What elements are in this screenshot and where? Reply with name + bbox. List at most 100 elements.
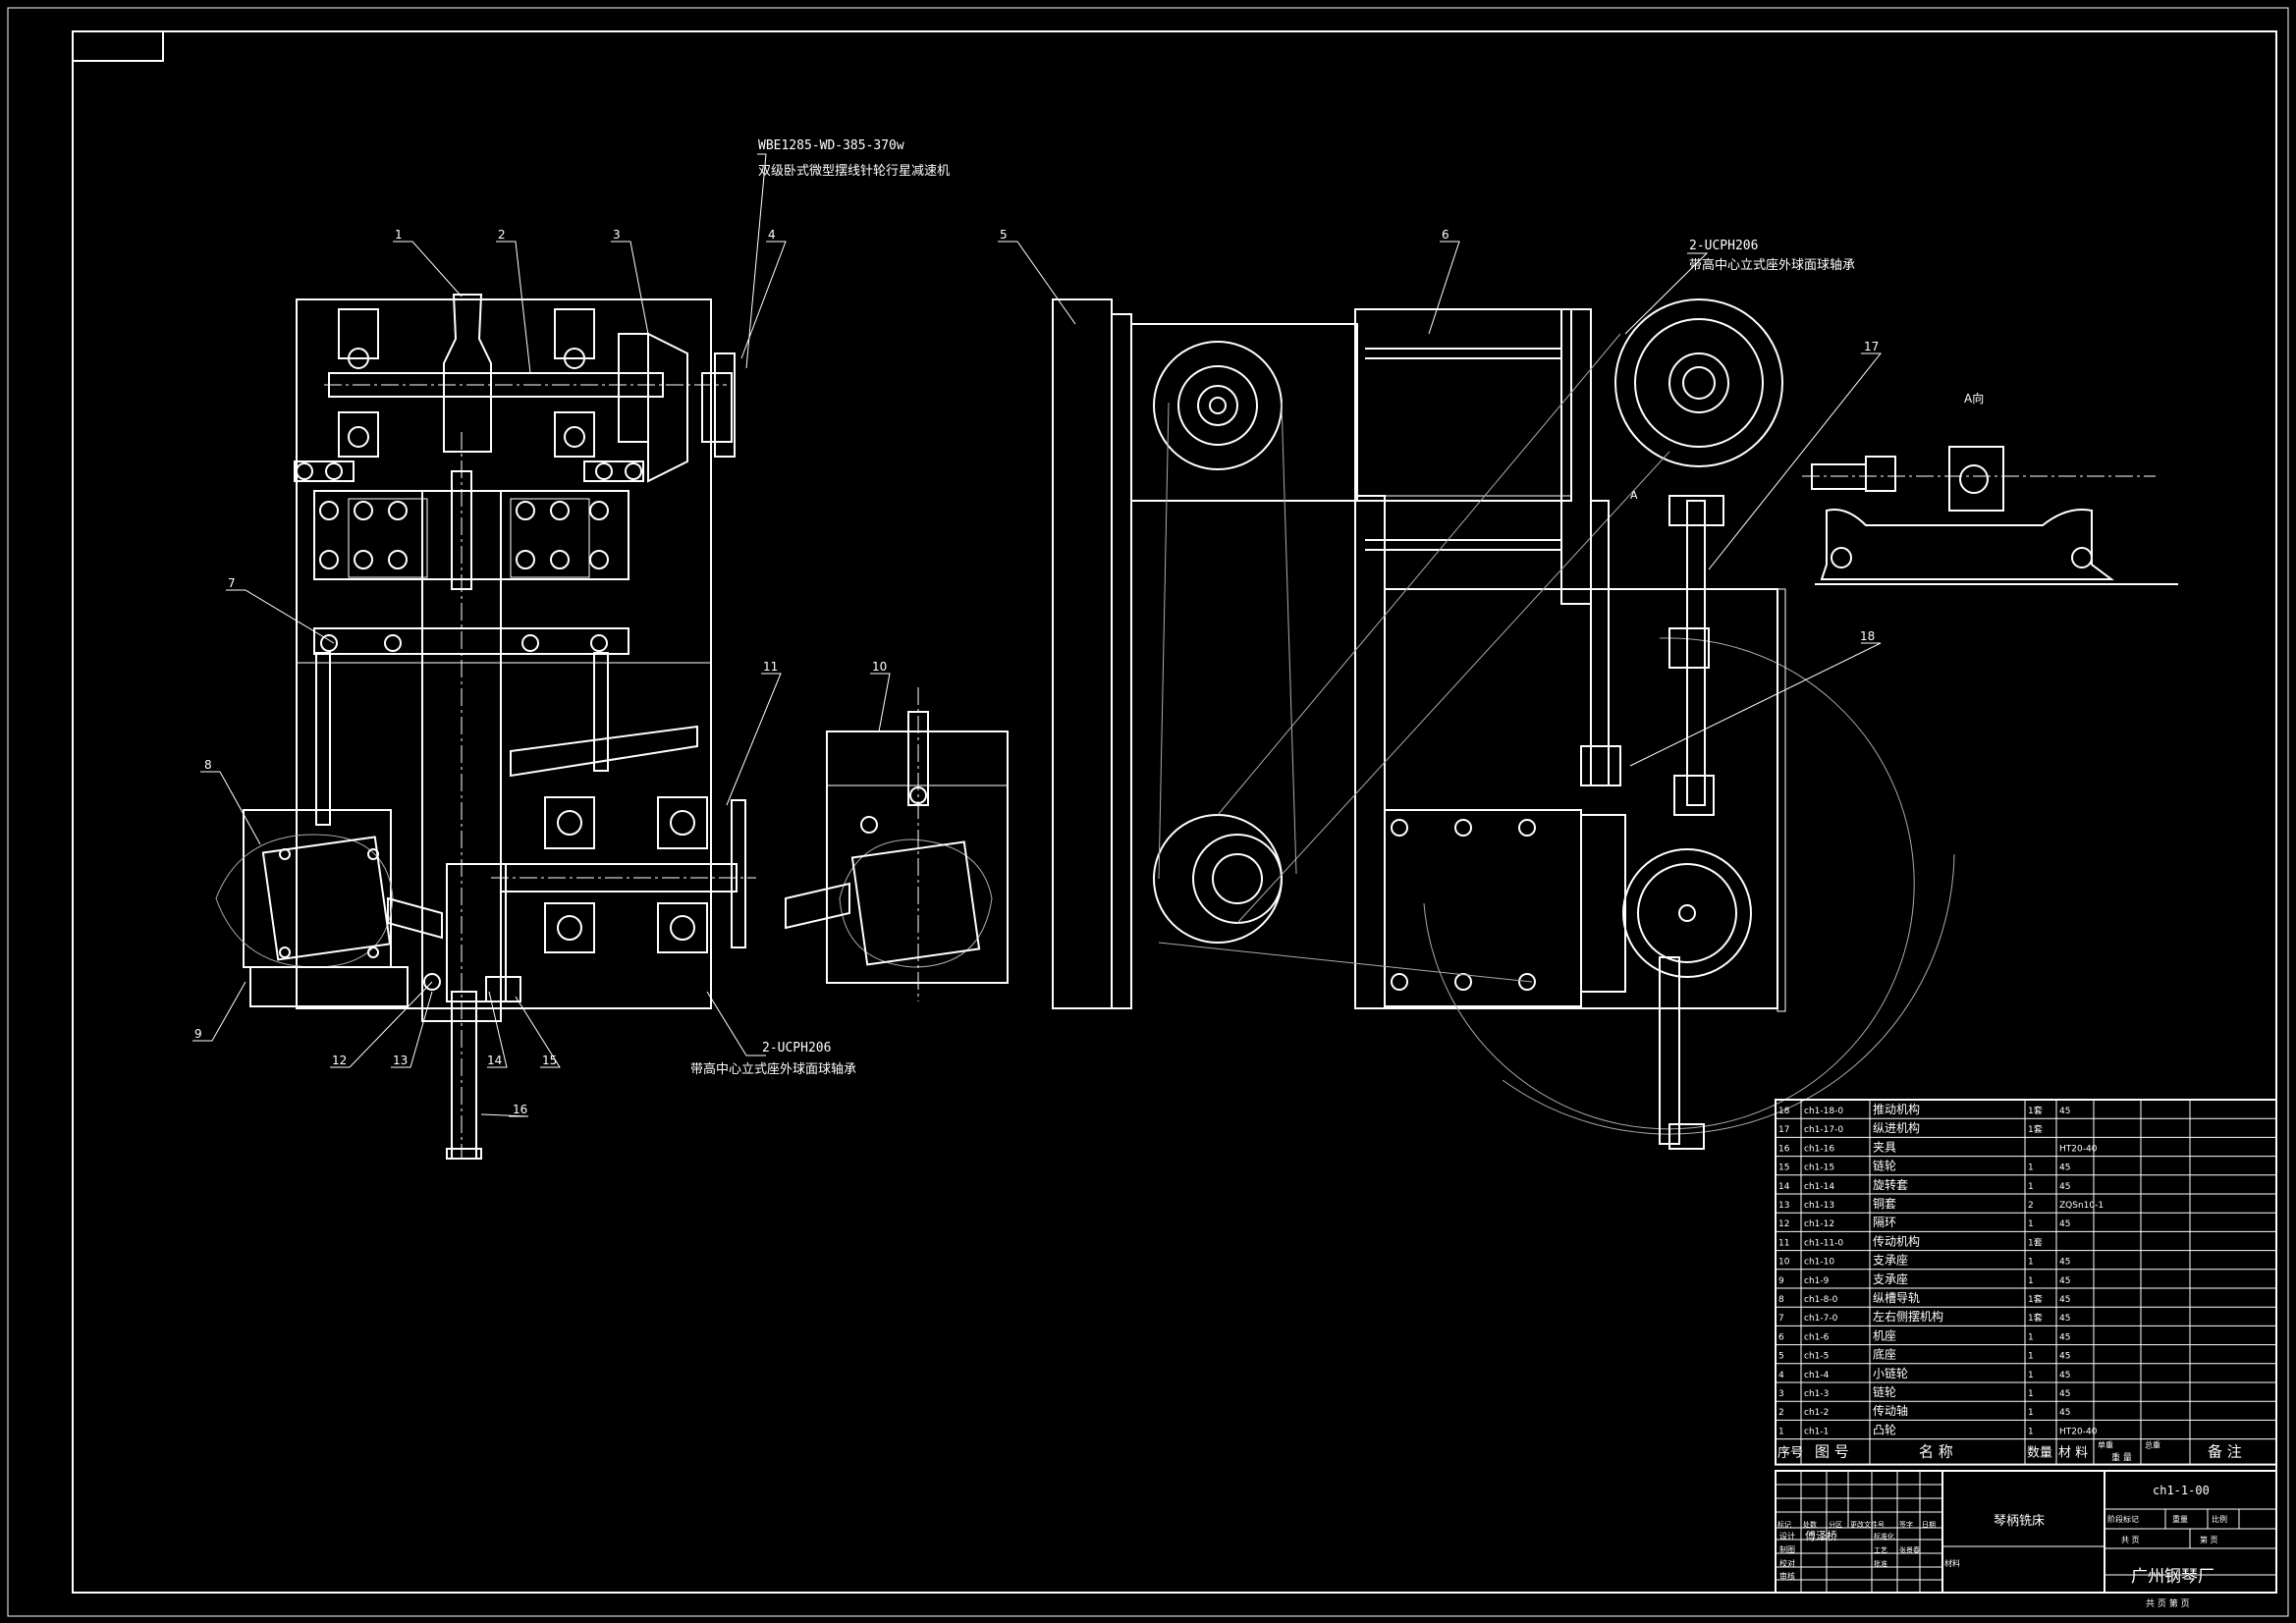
title-block: ch1-1-00 琴柄铣床 广州钢琴厂 共 页 第 页 阶段标记 重量 比例 共…	[1775, 1470, 2277, 1609]
bom-header-weight-single: 单重	[2098, 1440, 2113, 1450]
callout-16: 16	[513, 1103, 527, 1116]
frame-border	[72, 30, 2277, 1594]
bom-cell-qty: 1	[2028, 1182, 2034, 1192]
bom-cell-code: ch1-3	[1804, 1389, 1829, 1399]
weight-label: 重量	[2172, 1514, 2188, 1524]
callout-7: 7	[228, 576, 236, 590]
bom-cell-code: ch1-12	[1804, 1219, 1834, 1229]
bom-cell-no: 12	[1778, 1219, 1789, 1229]
bom-cell-code: ch1-15	[1804, 1163, 1834, 1173]
arrow-a-label: A	[1630, 489, 1638, 502]
callout-13: 13	[393, 1054, 408, 1067]
bom-cell-no: 4	[1778, 1371, 1784, 1380]
bom-header-qty: 数量	[2027, 1446, 2052, 1461]
approve-label: 批准	[1874, 1559, 1887, 1568]
bom-cell-name: 传动机构	[1873, 1233, 1920, 1248]
bom-cell-name: 底座	[1873, 1347, 1896, 1362]
motor-desc-label: 双级卧式微型摆线针轮行星减速机	[758, 164, 950, 179]
sheet-label: 第 页	[2200, 1535, 2218, 1544]
bom-cell-code: ch1-6	[1804, 1332, 1830, 1342]
bom-cell-qty: 1	[2028, 1352, 2034, 1362]
callout-3: 3	[613, 228, 621, 242]
doc-no-label: 更改文件号	[1850, 1520, 1885, 1529]
bom-cell-qty: 1	[2028, 1427, 2034, 1436]
bom-cell-no: 8	[1778, 1295, 1784, 1305]
std-label: 标准化	[1874, 1532, 1894, 1541]
bom-header-material: 材 料	[2058, 1446, 2088, 1461]
bearing-top-model: 2-UCPH206	[1689, 239, 1758, 253]
callout-1: 1	[395, 228, 403, 242]
draw-label: 制图	[1779, 1544, 1795, 1554]
bom-header-weight-total: 总重	[2145, 1440, 2160, 1450]
check-label: 校对	[1779, 1558, 1795, 1568]
view-a-label: A向	[1964, 391, 1984, 406]
bom-cell-name: 支承座	[1873, 1253, 1908, 1268]
bom-cell-qty: 1	[2028, 1408, 2034, 1418]
checker-name: 张景春	[1899, 1545, 1920, 1554]
bom-cell-qty: 1	[2028, 1258, 2034, 1268]
bom-cell-no: 9	[1778, 1276, 1784, 1286]
bearing-top-desc: 带高中心立式座外球面球轴承	[1689, 257, 1855, 273]
bom-cell-qty: 1	[2028, 1163, 2034, 1173]
bom-cell-qty: 2	[2028, 1201, 2034, 1211]
bom-cell-material: 45	[2059, 1314, 2070, 1324]
bom-cell-qty: 1套	[2028, 1236, 2043, 1248]
bom-cell-code: ch1-8-0	[1804, 1295, 1838, 1305]
bom-cell-qty: 1套	[2028, 1123, 2043, 1135]
bom-cell-material: 45	[2059, 1371, 2070, 1380]
callout-15: 15	[542, 1054, 557, 1067]
bom-cell-name: 机座	[1873, 1327, 1896, 1342]
bom-cell-code: ch1-4	[1804, 1371, 1830, 1380]
bom-cell-no: 17	[1778, 1125, 1789, 1135]
bom-cell-no: 6	[1778, 1332, 1784, 1342]
callout-numbers: 1 2 3 4 5 6 7 8 9 10 11 12 13 14 15 16 1…	[194, 228, 1879, 1116]
drawing-title: 琴柄铣床	[1994, 1514, 2045, 1529]
designer-name: 傅泽桥	[1805, 1529, 1837, 1542]
bom-cell-no: 15	[1778, 1163, 1789, 1173]
callout-8: 8	[204, 758, 212, 772]
bom-cell-no: 10	[1778, 1258, 1790, 1268]
bom-header-code: 图 号	[1815, 1443, 1849, 1461]
bom-header-weight: 重 量	[2111, 1452, 2132, 1464]
bom-cell-no: 1	[1778, 1427, 1784, 1436]
mark-label: 标记	[1777, 1520, 1791, 1529]
bom-cell-name: 推动机构	[1873, 1102, 1920, 1116]
bom-cell-code: ch1-7-0	[1804, 1314, 1838, 1324]
date-label: 日期	[1922, 1521, 1936, 1529]
a-view-detail	[1802, 446, 2178, 585]
bom-cell-no: 16	[1778, 1144, 1790, 1154]
bom-cell-code: ch1-10	[1804, 1258, 1834, 1268]
front-view	[215, 294, 756, 1160]
bom-cell-name: 旋转套	[1873, 1177, 1908, 1192]
callout-2: 2	[498, 228, 506, 242]
bom-header-note: 备 注	[2208, 1443, 2242, 1461]
bom-cell-name: 链轮	[1873, 1159, 1896, 1173]
partition-label: 分区	[1829, 1520, 1842, 1529]
bom-cell-no: 3	[1778, 1389, 1784, 1399]
bom-cell-no: 13	[1778, 1201, 1789, 1211]
process-label: 工艺	[1874, 1546, 1887, 1554]
outer-border	[7, 7, 2289, 1617]
bom-cell-qty: 1套	[2028, 1105, 2043, 1116]
bom-cell-material: HT20-40	[2059, 1427, 2098, 1436]
callout-6: 6	[1442, 228, 1449, 242]
bom-header-no: 序号	[1777, 1446, 1803, 1461]
sign-label: 签字	[1899, 1520, 1913, 1529]
callout-4: 4	[768, 228, 776, 242]
callout-9: 9	[194, 1027, 202, 1041]
bom-cell-name: 纵槽导轨	[1873, 1291, 1920, 1305]
bom-cell-qty: 1	[2028, 1219, 2034, 1229]
bom-cell-material: 45	[2059, 1389, 2070, 1399]
corner-tag-box	[72, 30, 164, 62]
bom-cell-code: ch1-11-0	[1804, 1238, 1843, 1248]
callout-5: 5	[1000, 228, 1008, 242]
bom-cell-name: 隔环	[1873, 1216, 1896, 1229]
annotations: WBE1285-WD-385-370w 双级卧式微型摆线针轮行星减速机 2-UC…	[690, 138, 1984, 1077]
bom-cell-qty: 1	[2028, 1371, 2034, 1380]
callout-18: 18	[1860, 629, 1875, 643]
bom-cell-code: ch1-13	[1804, 1201, 1834, 1211]
sheet-footer: 共 页 第 页	[2146, 1597, 2190, 1609]
bom-header-name: 名 称	[1919, 1443, 1953, 1461]
bom-cell-material: 45	[2059, 1182, 2070, 1192]
